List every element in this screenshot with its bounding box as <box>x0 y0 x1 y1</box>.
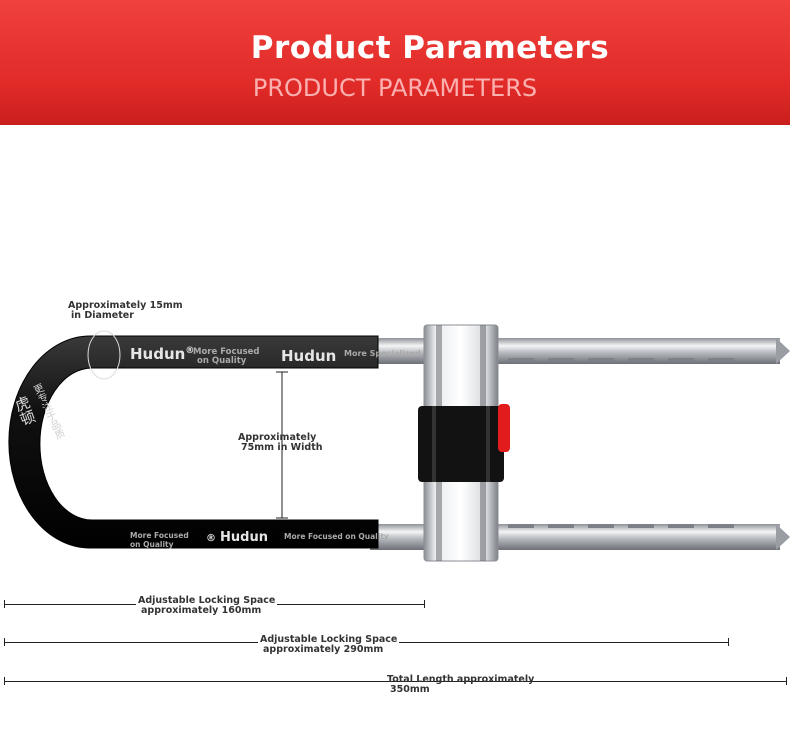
lock-space-290-label: Adjustable Locking Space approximately 2… <box>258 634 400 655</box>
dimension-tick <box>4 638 5 646</box>
width-label: Approximately 75mm in Width <box>238 432 323 453</box>
width-marker <box>276 371 288 519</box>
slogan-bottom-left: More Focused on Quality <box>130 531 189 549</box>
page-subtitle: PRODUCT PARAMETERS <box>252 74 538 102</box>
dimension-tick <box>728 638 729 646</box>
dimension-tick <box>4 600 5 608</box>
header-banner: Product Parameters PRODUCT PARAMETERS <box>0 0 790 125</box>
slogan-top-right: More Specialized <box>344 349 421 358</box>
dimension-tick <box>4 677 5 685</box>
total-length-label: Total Length approximately 350mm <box>387 674 535 695</box>
lock-space-160-label: Adjustable Locking Space approximately 1… <box>136 595 278 616</box>
slogan-top-left: More Focused on Quality <box>193 347 260 366</box>
dimension-tick <box>424 600 425 608</box>
slogan-bottom-right: More Focused on Quality <box>284 532 389 541</box>
dimension-line-350 <box>4 681 786 682</box>
brand-logo-top-left: Hudun® <box>130 345 195 363</box>
diameter-marker <box>87 330 121 380</box>
lock-body <box>418 324 504 562</box>
brand-logo-bottom: ®Hudun <box>206 530 268 545</box>
dimension-tick <box>786 677 787 685</box>
shackle-grip <box>8 335 379 549</box>
red-keyhole-cap <box>498 404 510 452</box>
page-title: Product Parameters <box>250 30 610 66</box>
brand-logo-top-right: Hudun <box>281 347 337 365</box>
diameter-label: Approximately 15mm in Diameter <box>68 300 183 321</box>
